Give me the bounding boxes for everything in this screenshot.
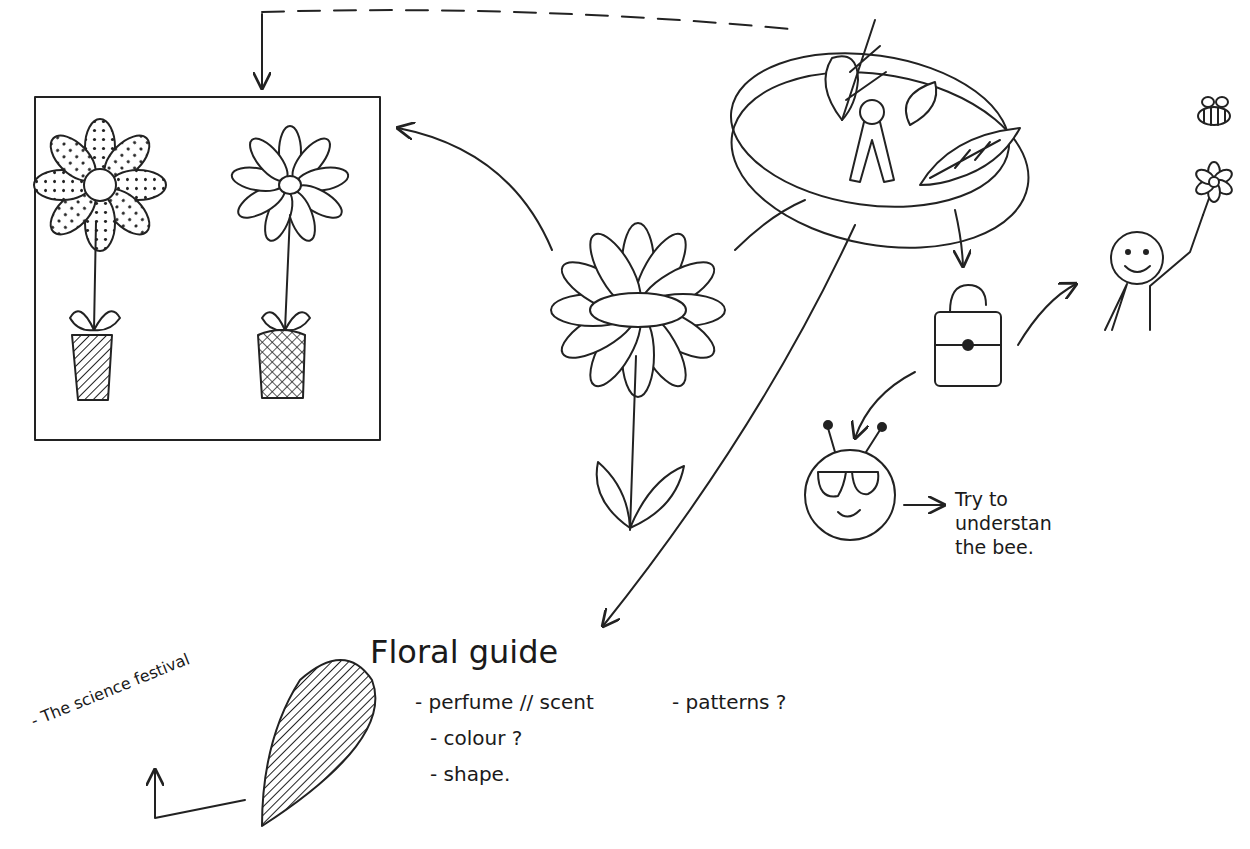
floral-guide-heading: Floral guide [370,632,558,672]
bee-note: Try to understan the bee. [955,488,1073,559]
list-item: - colour ? [430,726,522,751]
list-item: - perfume // scent [415,690,594,715]
festival-note: - The science festival [28,649,192,731]
list-item: - shape. [430,762,510,787]
list-item: - patterns ? [672,690,786,715]
